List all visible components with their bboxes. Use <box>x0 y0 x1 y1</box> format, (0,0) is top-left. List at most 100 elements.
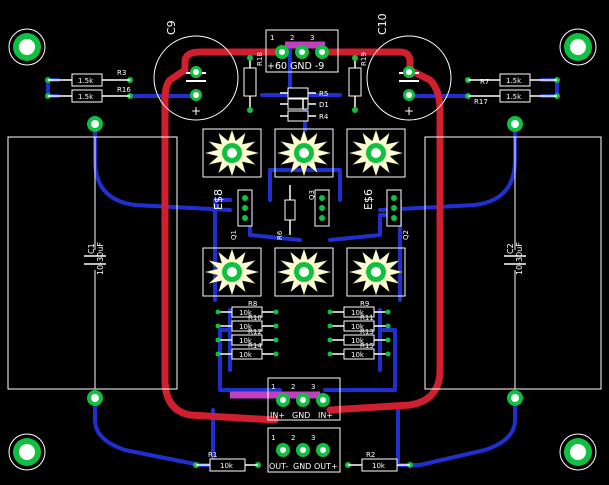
r19-label: R19 <box>360 52 368 66</box>
c2-label: C2 <box>506 243 515 254</box>
input-pin-1: 1 <box>271 383 275 391</box>
r6-label: R6 <box>276 230 284 240</box>
c2-value: 10-30uF <box>515 242 524 275</box>
r14-label: R14 <box>248 342 262 350</box>
output-label-2: GND <box>293 462 311 471</box>
trace-outer-loop <box>161 66 279 424</box>
input-pin-3: 3 <box>311 383 315 391</box>
r10-label: R10 <box>248 314 262 322</box>
output-pin-1: 1 <box>271 434 275 442</box>
r3-label: R3 <box>117 69 126 77</box>
q2-label: Q2 <box>402 230 410 240</box>
output-label-3: OUT+ <box>314 462 338 471</box>
r15-value: 10k <box>351 351 365 359</box>
input-pin-2: 2 <box>291 383 295 391</box>
r17-label: R17 <box>474 98 488 106</box>
r18-label: R18 <box>256 52 264 66</box>
resistor-r17: 1.5k R17 <box>465 89 560 106</box>
c10-plus-sign: + <box>404 104 414 118</box>
trace-outer-loop-right <box>326 66 444 414</box>
trace-mid-left-drop <box>213 198 232 302</box>
heatsink-label-left: E$8 <box>212 189 225 210</box>
r17-value: 1.5k <box>506 93 522 101</box>
output-connector: 1 2 3 OUT- GND OUT+ <box>267 427 341 473</box>
mounting-hole-bottom-left <box>8 433 46 471</box>
heatsink-pad-3 <box>346 128 406 178</box>
r8-value: 10k <box>239 309 253 317</box>
heatsink-pad-1 <box>202 128 262 178</box>
r11-value: 10k <box>351 323 365 331</box>
resistor-r3: 1.5k R3 <box>45 69 133 87</box>
r9-value: 10k <box>351 309 365 317</box>
capacitor-c2: C2 10-30uF <box>424 136 602 390</box>
input-connector: 1 2 3 IN+ GND IN+ <box>267 377 341 421</box>
r16-label: R16 <box>117 86 131 94</box>
r4-label: R4 <box>319 113 329 121</box>
resistor-r7: 1.5k R7 <box>465 73 560 87</box>
r14-value: 10k <box>239 351 253 359</box>
heatsinks <box>202 128 406 297</box>
heatsink-pad-4 <box>202 247 262 297</box>
trace-input-right <box>323 328 397 392</box>
r5-label: R5 <box>319 90 328 98</box>
output-pin-2: 2 <box>291 434 295 442</box>
input-label-1: IN+ <box>270 411 285 420</box>
capacitor-c10: + C10 <box>366 13 452 121</box>
output-pin-3: 3 <box>311 434 315 442</box>
c9-label: C9 <box>165 20 178 35</box>
power-connector: 1 2 3 +60 GND -9 <box>265 29 339 73</box>
trace-bottom-left <box>93 396 232 467</box>
heatsink-pad-6 <box>346 247 406 297</box>
big-cap-pads <box>87 116 523 406</box>
r10-value: 10k <box>239 323 253 331</box>
resistor-r6: R6 <box>276 185 296 240</box>
r7-label: R7 <box>480 78 489 86</box>
q1-label: Q1 <box>230 230 238 240</box>
trace-inner-right <box>328 213 397 242</box>
heatsink-label-right: E$6 <box>362 189 375 210</box>
r2-value: 10k <box>372 462 386 470</box>
r16-value: 1.5k <box>78 93 94 101</box>
power-pin-1: 1 <box>270 34 274 42</box>
power-pin-3: 3 <box>310 34 314 42</box>
resistor-r1: 10k R1 <box>193 451 261 472</box>
r13-value: 10k <box>351 337 365 345</box>
resistor-r4: R4 <box>280 110 329 122</box>
transistor-q3: Q3 <box>308 189 330 227</box>
r1-value: 10k <box>220 462 234 470</box>
r13-label: R13 <box>360 328 374 336</box>
heatsink-pad-2 <box>274 128 334 178</box>
trace-input-left <box>218 328 282 392</box>
input-label-3: IN+ <box>318 411 333 420</box>
capacitor-c9: + C9 <box>153 20 239 121</box>
r12-label: R12 <box>248 328 262 336</box>
r7-value: 1.5k <box>506 77 522 85</box>
r12-value: 10k <box>239 337 253 345</box>
power-connector-label: +60 GND -9 <box>267 61 324 72</box>
output-label-1: OUT- <box>269 462 288 471</box>
r8-label: R8 <box>248 300 257 308</box>
top-copper-traces <box>161 48 444 424</box>
r2-label: R2 <box>366 451 375 459</box>
mounting-holes <box>8 28 597 471</box>
trace-power-minus <box>324 48 414 74</box>
diode-d1: D1 <box>280 98 329 110</box>
mounting-hole-top-left <box>8 28 46 66</box>
input-label-2: GND <box>292 411 310 420</box>
capacitor-c1: C1 10-30uF <box>7 136 178 390</box>
r3-value: 1.5k <box>78 77 94 85</box>
resistor-r5: R5 <box>280 87 328 99</box>
resistor-r2: 10k R2 <box>345 451 413 472</box>
r11-label: R11 <box>360 314 374 322</box>
resistor-r19: R19 <box>348 52 368 113</box>
c1-label: C1 <box>87 243 96 254</box>
transistor-q1: Q1 <box>230 189 253 240</box>
